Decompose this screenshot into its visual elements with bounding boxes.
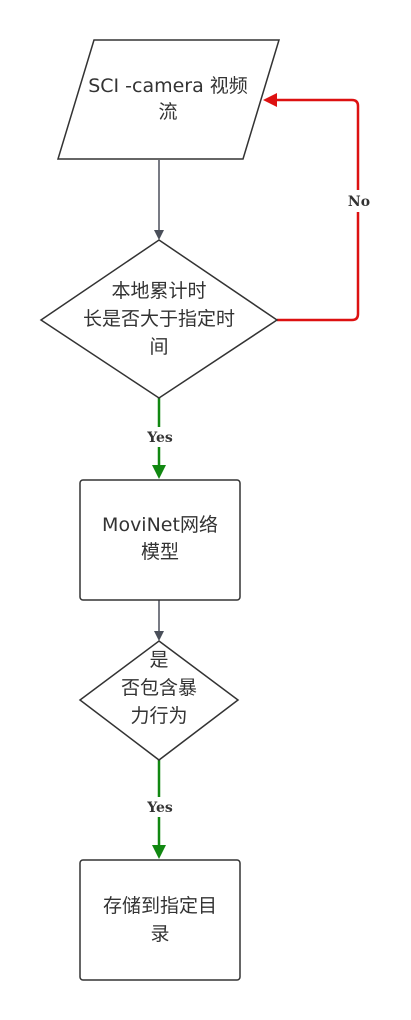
yes-label-1-bg xyxy=(142,427,178,447)
node-save-directory: 存储到指定目 录 xyxy=(79,859,241,981)
node-duration-check-line-2: 长是否大于指定时 xyxy=(83,308,235,330)
node-movinet-line-2: 模型 xyxy=(141,541,179,563)
node-duration-check-line-3: 间 xyxy=(149,336,168,358)
node-duration-check-line-1: 本地累计时 xyxy=(111,280,206,302)
node-movinet-line-1: MoviNet网络 xyxy=(102,514,218,536)
node-video-stream-line-1: SCI -camera 视频 xyxy=(88,75,248,97)
node-video-stream-line-2: 流 xyxy=(158,101,177,123)
no-label-bg xyxy=(344,190,374,212)
node-save-line-2: 录 xyxy=(150,923,169,945)
yes-label-1: Yes xyxy=(146,430,173,446)
node-violence-check: 是 否包含暴 力行为 xyxy=(78,640,240,761)
node-video-stream: SCI -camera 视频 流 xyxy=(56,39,281,160)
diamond-shape xyxy=(39,239,279,399)
rect-shape xyxy=(79,479,241,601)
rect-shape xyxy=(79,859,241,981)
yes-label-2-bg xyxy=(142,797,178,817)
node-violence-line-1: 是 xyxy=(149,649,168,671)
yes-label-2: Yes xyxy=(146,800,173,816)
node-save-line-1: 存储到指定目 xyxy=(103,895,217,917)
diamond-shape xyxy=(78,640,240,761)
parallelogram-shape xyxy=(56,39,281,160)
node-violence-line-3: 力行为 xyxy=(130,705,187,727)
node-movinet-model: MoviNet网络 模型 xyxy=(79,479,241,601)
node-duration-check: 本地累计时 长是否大于指定时 间 xyxy=(39,239,279,399)
node-violence-line-2: 否包含暴 xyxy=(121,677,197,699)
no-label: No xyxy=(348,194,370,210)
